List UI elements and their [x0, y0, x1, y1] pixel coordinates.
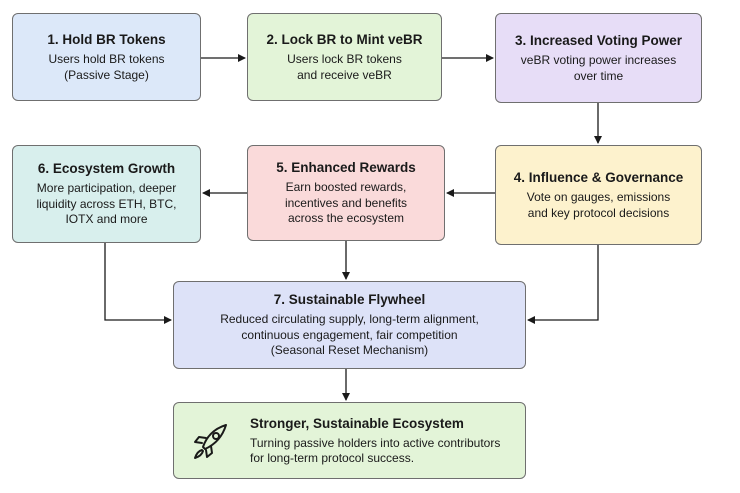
step-4-line: and key protocol decisions: [527, 205, 670, 220]
step-1-line: (Passive Stage): [64, 67, 149, 82]
step-5-line: across the ecosystem: [287, 211, 405, 226]
step-2-line: Users lock BR tokens: [287, 52, 402, 66]
step-6-line: More participation, deeper: [36, 181, 177, 196]
step-5-description: Earn boosted rewards, incentives and ben…: [285, 180, 407, 227]
outcome-box: Stronger, Sustainable Ecosystem Turning …: [173, 402, 526, 479]
outcome-title: Stronger, Sustainable Ecosystem: [250, 415, 464, 431]
step-5-line: Earn boosted rewards,: [285, 180, 407, 195]
step-3-line: veBR voting power increases: [520, 53, 677, 67]
step-4-title: 4. Influence & Governance: [513, 170, 684, 185]
step-6-title: 6. Ecosystem Growth: [37, 161, 176, 177]
step-7-line: continuous engagement, fair competition: [241, 327, 458, 342]
step-4-description: Vote on gauges, emissions and key protoc…: [527, 190, 670, 221]
outcome-line: Turning passive holders into active cont…: [250, 435, 501, 450]
step-1-line: Users hold BR tokens: [48, 52, 165, 66]
outcome-description: Turning passive holders into active cont…: [250, 436, 500, 467]
arrow-6-to-7: [104, 243, 172, 324]
step-4-governance: 4. Influence & Governance Vote on gauges…: [495, 145, 702, 245]
step-5-rewards: 5. Enhanced Rewards Earn boosted rewards…: [247, 145, 445, 241]
step-2-line: and receive veBR: [297, 67, 392, 82]
step-7-description: Reduced circulating supply, long-term al…: [220, 312, 479, 359]
step-3-voting-power: 3. Increased Voting Power veBR voting po…: [495, 13, 702, 103]
step-2-description: Users lock BR tokens and receive veBR: [287, 52, 402, 83]
step-7-line: Reduced circulating supply, long-term al…: [220, 312, 479, 327]
step-7-flywheel: 7. Sustainable Flywheel Reduced circulat…: [173, 281, 526, 369]
step-5-title: 5. Enhanced Rewards: [276, 160, 416, 176]
step-3-description: veBR voting power increases over time: [521, 53, 676, 84]
step-6-line: IOTX and more: [65, 212, 148, 227]
step-3-line: over time: [573, 68, 624, 83]
step-3-title: 3. Increased Voting Power: [514, 33, 683, 48]
outcome-line: for long-term protocol success.: [250, 451, 415, 465]
step-6-line: liquidity across ETH, BTC,: [36, 196, 177, 211]
step-7-title: 7. Sustainable Flywheel: [273, 292, 426, 308]
step-1-title: 1. Hold BR Tokens: [47, 32, 166, 47]
step-4-line: Vote on gauges, emissions: [526, 190, 671, 204]
step-2-title: 2. Lock BR to Mint veBR: [266, 32, 423, 47]
step-5-line: incentives and benefits: [284, 195, 408, 210]
step-2-lock-mint: 2. Lock BR to Mint veBR Users lock BR to…: [247, 13, 442, 101]
step-1-hold-tokens: 1. Hold BR Tokens Users hold BR tokens (…: [12, 13, 201, 101]
step-6-description: More participation, deeper liquidity acr…: [36, 181, 176, 228]
outcome-text: Stronger, Sustainable Ecosystem Turning …: [250, 415, 500, 467]
step-7-line: (Seasonal Reset Mechanism): [270, 343, 429, 358]
arrow-4-to-7: [527, 245, 599, 324]
rocket-icon: [194, 423, 227, 459]
step-1-description: Users hold BR tokens (Passive Stage): [48, 52, 164, 83]
step-6-ecosystem-growth: 6. Ecosystem Growth More participation, …: [12, 145, 201, 243]
